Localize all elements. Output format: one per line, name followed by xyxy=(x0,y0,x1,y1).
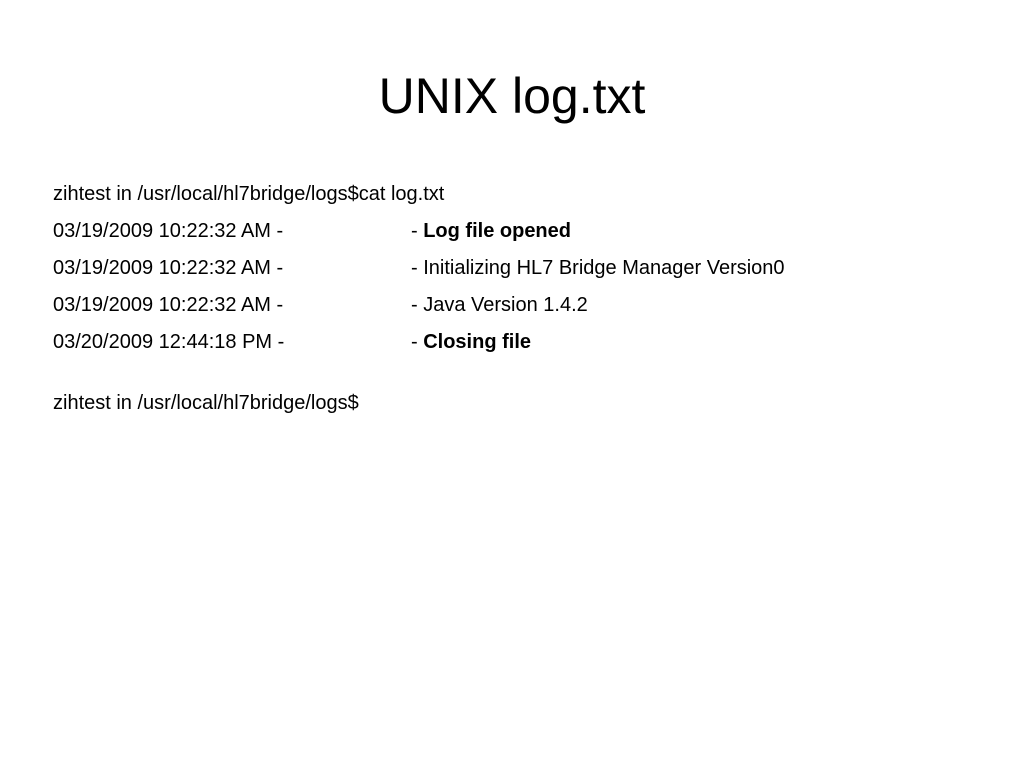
log-timestamp: 03/20/2009 12:44:18 PM - xyxy=(53,331,285,353)
log-timestamp: 03/19/2009 10:22:32 AM - xyxy=(53,294,284,316)
log-entry: 03/19/2009 10:22:32 AM - - Initializing H… xyxy=(53,250,993,287)
log-dash: - xyxy=(411,294,424,316)
log-timestamp: 03/19/2009 10:22:32 AM - xyxy=(53,220,284,242)
log-message: Java Version 1.4.2 xyxy=(423,294,588,316)
terminal-output: zihtest in /usr/local/hl7bridge/logs$cat… xyxy=(53,176,993,422)
log-entry: 03/20/2009 12:44:18 PM - - Closing file xyxy=(53,324,993,361)
log-message: Log file opened xyxy=(423,220,571,242)
slide-title: UNIX log.txt xyxy=(378,68,646,124)
log-dash: - xyxy=(411,220,424,242)
log-entry: 03/19/2009 10:22:32 AM - - Java Version 1… xyxy=(53,287,993,324)
log-dash: - xyxy=(411,331,424,353)
log-message: Initializing HL7 Bridge Manager Version0 xyxy=(423,257,785,279)
command-line: zihtest in /usr/local/hl7bridge/logs$cat… xyxy=(53,183,445,205)
prompt-line: zihtest in /usr/local/hl7bridge/logs$ xyxy=(53,392,359,414)
log-entry: 03/19/2009 10:22:32 AM - - Log file opene… xyxy=(53,213,993,250)
log-message: Closing file xyxy=(423,331,532,353)
log-timestamp: 03/19/2009 10:22:32 AM - xyxy=(53,257,284,279)
log-dash: - xyxy=(411,257,424,279)
